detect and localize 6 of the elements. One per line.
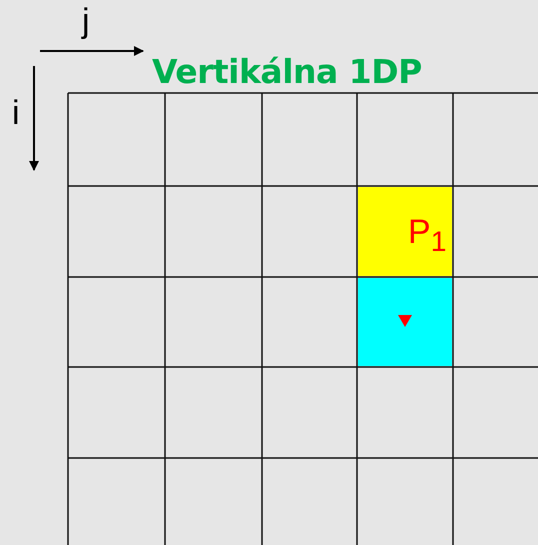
axis-label: i [12, 96, 20, 130]
grid-cell [358, 278, 452, 366]
grid-cell [358, 187, 452, 276]
cell-label: P$_{1}$ [408, 215, 446, 256]
axis-label: j [82, 4, 90, 38]
title: Vertikálna 1DP [152, 52, 422, 91]
